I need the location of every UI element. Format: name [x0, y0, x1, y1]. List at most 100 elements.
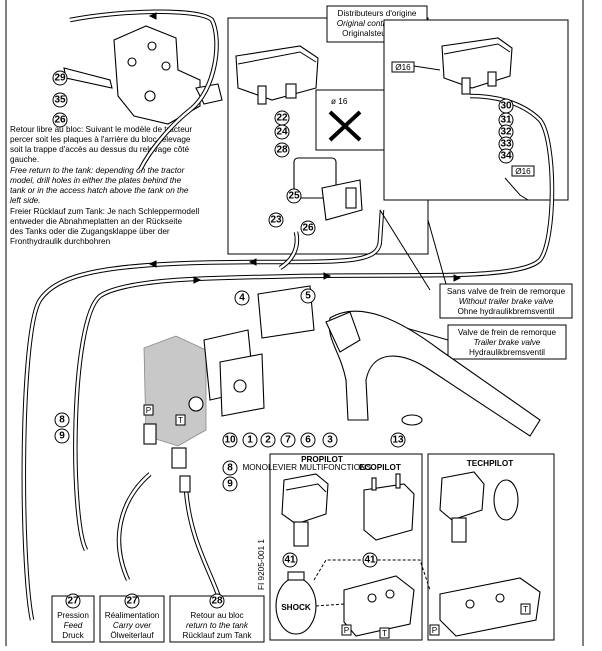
carry-l2: Carry over [113, 621, 151, 630]
dim-16-b: Ø16 [515, 167, 531, 176]
note-de-4: Fronthydraulik durchbohren [10, 237, 111, 246]
svg-text:5: 5 [305, 291, 311, 302]
port-p-mid: P [344, 626, 350, 635]
cross-mark-icon [328, 110, 362, 142]
return-l1: Retour au bloc [190, 611, 243, 620]
svg-text:34: 34 [500, 151, 512, 162]
dim-16-c: ø 16 [331, 97, 348, 106]
carry-l3: Ölweiterlauf [110, 630, 154, 640]
mounting-plates [203, 285, 315, 417]
return-l2: return to the tank [186, 621, 249, 630]
knob-13 [401, 414, 423, 426]
svg-text:28: 28 [276, 145, 288, 156]
pipe-stub-2 [504, 177, 529, 201]
note-de-1: Freier Rücklauf zum Tank: Je nach Schlep… [10, 207, 199, 216]
callout-1: 1 [242, 432, 258, 448]
dim-box-b [511, 165, 535, 177]
svg-text:2: 2 [265, 435, 271, 446]
svg-text:22: 22 [276, 113, 288, 124]
svg-text:35: 35 [54, 95, 66, 106]
svg-text:27: 27 [126, 596, 138, 607]
techpilot-joystick [439, 471, 485, 543]
ecopilot-valve [363, 473, 415, 541]
top-label-line2: Original control valves [337, 19, 418, 28]
callout-10: 10 [222, 432, 238, 448]
callout-25: 25 [286, 188, 302, 204]
port-t-left: T [178, 416, 183, 425]
left-note: Retour libre au bloc: Suivant le modèle … [10, 125, 199, 246]
dim-16-a: Ø16 [395, 63, 411, 72]
shock-label: SHOCK [281, 603, 311, 612]
with-brake-box [447, 324, 567, 360]
callout-29: 29 [52, 70, 68, 86]
callout-return: 28 [209, 593, 225, 609]
feed-l1: Pression [57, 611, 89, 620]
svg-text:6: 6 [305, 435, 311, 446]
shock-accumulator [275, 571, 317, 635]
svg-text:41: 41 [364, 555, 376, 566]
svg-text:28: 28 [211, 596, 223, 607]
callout-26: 26 [300, 220, 316, 236]
callout-carry: 27 [124, 593, 140, 609]
callout-26: 26 [52, 112, 68, 128]
svg-text:13: 13 [392, 435, 404, 446]
return-l3: Rücklauf zum Tank [182, 631, 252, 640]
note-en-1: Free return to the tank: depending on th… [10, 166, 185, 175]
port-p-mid-box [341, 624, 352, 636]
svg-text:32: 32 [500, 127, 512, 138]
callout-9: 9 [54, 428, 70, 444]
without-brake-line3: Ohne hydraulikbremsventil [458, 307, 555, 316]
callout-feed: 27 [65, 593, 81, 609]
with-brake-line1: Valve de frein de remorque [458, 328, 557, 337]
svg-text:4: 4 [239, 293, 245, 304]
techpilot-accumulator [493, 479, 519, 521]
top-label-line3: Originalsteuergerät [342, 29, 412, 38]
return-fitting [188, 396, 204, 412]
feed-l2: Feed [64, 621, 83, 630]
loader-arm [325, 310, 541, 437]
port-t-right: T [523, 605, 528, 614]
pipe-stub [413, 65, 441, 71]
flow-arrows [148, 12, 462, 284]
port-t-right-box [520, 603, 531, 615]
techpilot-label: TECHPILOT [467, 459, 513, 468]
svg-text:27: 27 [67, 596, 79, 607]
svg-text:30: 30 [500, 101, 512, 112]
top-label-line1: Distributeurs d'origine [338, 9, 417, 18]
callout-7: 7 [280, 432, 296, 448]
svg-text:23: 23 [270, 215, 282, 226]
distributor-block-mid [343, 575, 415, 637]
port-t-mid: T [382, 629, 387, 638]
svg-text:8: 8 [227, 463, 233, 474]
svg-text:41: 41 [284, 555, 296, 566]
callout-8: 8 [54, 412, 70, 428]
port-t-mid-box [379, 627, 390, 639]
note-fr-4: gauche. [10, 155, 39, 164]
valve-block-right [441, 37, 513, 95]
callout-23: 23 [268, 212, 284, 228]
callout-5: 5 [300, 288, 316, 304]
note-de-3: des Tanks oder die Zugangsklappe über de… [10, 227, 170, 236]
svg-text:10: 10 [224, 435, 236, 446]
callout-41: 41 [282, 552, 298, 568]
svg-text:3: 3 [327, 435, 333, 446]
callout-6: 6 [300, 432, 316, 448]
port-p-right-box [429, 624, 440, 636]
note-de-2: entweder die Abnahmeplatten an der Rücks… [10, 217, 182, 226]
svg-text:9: 9 [59, 431, 65, 442]
callout-2: 2 [260, 432, 276, 448]
feed-l3: Druck [62, 631, 84, 640]
ecopilot-label: ECOPILOT [359, 463, 401, 472]
fitting-rod [63, 67, 113, 89]
valve-block-left [235, 45, 319, 105]
callout-34: 34 [498, 148, 514, 164]
callout-22: 22 [274, 110, 290, 126]
port-p-left: P [146, 406, 152, 415]
svg-text:24: 24 [276, 127, 288, 138]
callout-24: 24 [274, 124, 290, 140]
note-fr-1: Retour libre au bloc: Suivant le modèle … [10, 125, 192, 134]
callout-13: 13 [390, 432, 406, 448]
port-p-right: P [432, 626, 438, 635]
note-en-3: tank or in the access hatch above the ta… [10, 186, 189, 195]
